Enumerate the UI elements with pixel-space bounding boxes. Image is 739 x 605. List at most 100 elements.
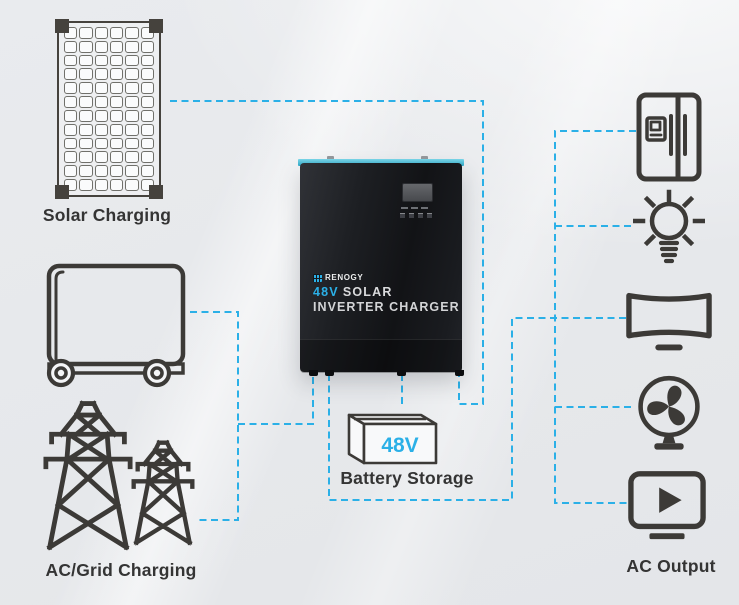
- solar-cell: [94, 123, 108, 136]
- solar-cell: [140, 82, 154, 95]
- solar-cell: [125, 96, 139, 108]
- solar-cell: [64, 123, 78, 136]
- mount-tab: [327, 156, 334, 161]
- inverter-port: [309, 370, 318, 376]
- rv-trailer-icon: [46, 263, 186, 388]
- inverter-port: [325, 370, 334, 376]
- solar-cell: [109, 82, 124, 95]
- solar-cell: [140, 68, 154, 81]
- model-solar: SOLAR: [342, 285, 393, 299]
- solar-cell: [140, 109, 154, 122]
- solar-panel-cells: [64, 27, 154, 191]
- renogy-logo-icon: [313, 273, 322, 282]
- solar-cell: [79, 40, 93, 53]
- fridge-dispenser: [645, 116, 667, 142]
- solar-cell: [94, 40, 108, 53]
- rv-wheel: [142, 358, 172, 388]
- solar-cell: [64, 82, 78, 95]
- solar-cell: [125, 68, 139, 81]
- transmission-tower-small-icon: [131, 439, 195, 546]
- solar-cell: [64, 137, 78, 150]
- solar-cell: [94, 54, 108, 67]
- solar-cell: [79, 151, 93, 164]
- solar-cell: [79, 165, 93, 178]
- solar-cell: [79, 82, 93, 95]
- panel-corner-bracket: [149, 19, 163, 33]
- rv-wheel: [46, 358, 76, 388]
- solar-cell: [79, 27, 93, 39]
- media-player-base: [649, 533, 685, 540]
- solar-cell: [125, 151, 139, 164]
- solar-cell: [140, 54, 154, 67]
- solar-cell: [64, 109, 78, 122]
- battery-voltage-text: 48V: [381, 434, 418, 457]
- solar-cell: [64, 165, 78, 178]
- fan-icon: [638, 375, 700, 450]
- solar-cell: [109, 123, 124, 136]
- solar-cell: [140, 123, 154, 136]
- solar-cell: [79, 96, 93, 108]
- solar-cell: [109, 179, 124, 191]
- solar-cell: [125, 40, 139, 53]
- solar-cell: [109, 68, 124, 81]
- solar-cell: [79, 123, 93, 136]
- fan-blades: [647, 385, 685, 426]
- inverter-top-bracket: [298, 159, 464, 166]
- inverter-display: [402, 183, 433, 202]
- solar-cell: [109, 137, 124, 150]
- solar-cell: [64, 151, 78, 164]
- solar-cell: [79, 179, 93, 191]
- solar-cell: [125, 54, 139, 67]
- solar-cell: [94, 179, 108, 191]
- fan-base: [654, 443, 684, 450]
- solar-cell: [94, 27, 108, 39]
- solar-cell: [140, 137, 154, 150]
- solar-cell: [125, 109, 139, 122]
- inverter-indicator-row: [401, 207, 435, 209]
- panel-corner-bracket: [149, 185, 163, 199]
- solar-cell: [140, 165, 154, 178]
- solar-cell: [79, 68, 93, 81]
- solar-charging-label: Solar Charging: [42, 205, 172, 225]
- ac-grid-charging-label: AC/Grid Charging: [45, 560, 197, 580]
- panel-corner-bracket: [55, 185, 69, 199]
- tv-stand: [655, 344, 683, 351]
- solar-cell: [140, 96, 154, 108]
- solar-panel-icon: [55, 19, 163, 199]
- solar-cell: [64, 68, 78, 81]
- media-player-icon: [628, 471, 706, 540]
- solar-cell: [79, 137, 93, 150]
- brand-name: RENOGY: [325, 273, 364, 282]
- inverter-buttons: [400, 213, 436, 218]
- solar-cell: [125, 123, 139, 136]
- inverter-lower-panel: [300, 339, 462, 373]
- solar-cell: [125, 27, 139, 39]
- wire-grid-to-inverter-branch: [238, 374, 314, 425]
- solar-cell: [94, 137, 108, 150]
- bulb-rays: [633, 189, 705, 247]
- solar-cell: [79, 54, 93, 67]
- transmission-tower-icon: [43, 400, 133, 551]
- solar-cell: [109, 54, 124, 67]
- solar-cell: [94, 96, 108, 108]
- solar-cell: [125, 179, 139, 191]
- model-voltage: 48V: [313, 285, 339, 299]
- inverter-model-line2: INVERTER CHARGER: [313, 300, 460, 314]
- inverter-port: [397, 370, 406, 376]
- panel-corner-bracket: [55, 19, 69, 33]
- solar-cell: [109, 40, 124, 53]
- fan-neck: [662, 434, 676, 444]
- mount-tab: [421, 156, 428, 161]
- battery-icon: 48V: [347, 413, 438, 465]
- light-bulb-icon: [633, 189, 705, 264]
- solar-cell: [109, 151, 124, 164]
- ac-output-label: AC Output: [626, 556, 716, 576]
- solar-cell: [109, 165, 124, 178]
- solar-cell: [140, 40, 154, 53]
- solar-cell: [140, 151, 154, 164]
- refrigerator-icon: [636, 92, 702, 182]
- inverter-port: [455, 370, 464, 376]
